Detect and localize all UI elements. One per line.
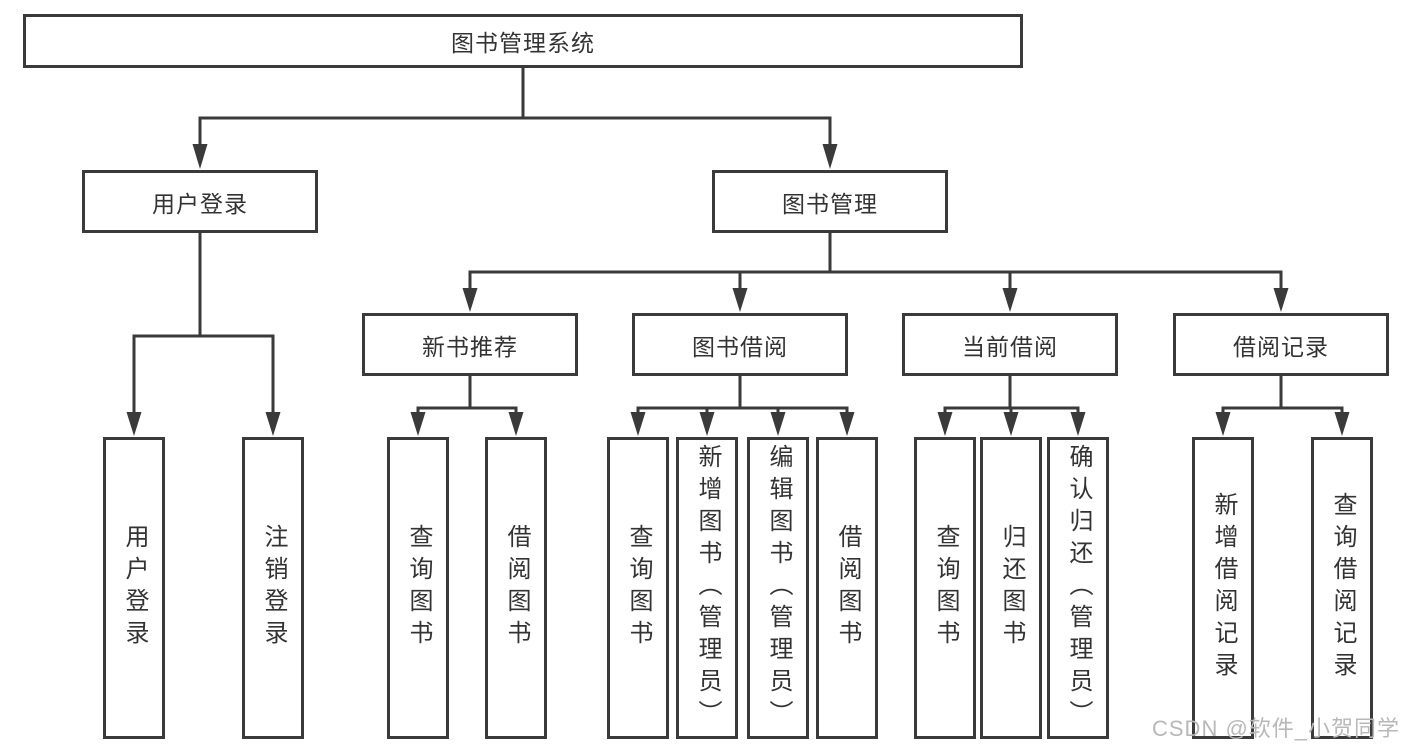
leaf-query-book-under-newbook: 查询图书 — [387, 437, 449, 739]
node-label: 归还图书 — [998, 524, 1025, 652]
node-label: 查询图书 — [932, 524, 959, 652]
node-label: 图书管理 — [782, 190, 878, 217]
leaf-query-book-under-current: 查询图书 — [914, 437, 976, 739]
leaf-add-borrow-record: 新增借阅记录 — [1192, 437, 1254, 739]
csdn-watermark: CSDN @软件_小贺同学 — [1152, 716, 1401, 741]
node-borrow-records: 借阅记录 — [1173, 313, 1389, 376]
connector-bookmgmt-to-level2 — [468, 233, 1283, 292]
node-label: 查询图书 — [625, 524, 652, 652]
node-label: 图书管理系统 — [451, 30, 595, 56]
node-label: 用户登录 — [121, 524, 148, 652]
node-book-borrow: 图书借阅 — [632, 313, 848, 376]
node-label: 确认归还（管理员） — [1065, 444, 1092, 732]
connector-userlogin-to-leaves — [132, 233, 275, 416]
leaf-borrow-book-under-newbook: 借阅图书 — [485, 437, 547, 739]
node-label: 借阅图书 — [834, 524, 861, 652]
node-label: 新增借阅记录 — [1210, 492, 1237, 684]
connector-newbook-to-leaves — [416, 376, 518, 416]
leaf-return-book: 归还图书 — [980, 437, 1042, 739]
node-label: 编辑图书（管理员） — [765, 444, 792, 732]
node-label: 用户登录 — [152, 190, 248, 217]
connector-borrow-to-leaves — [636, 376, 849, 416]
node-label: 图书借阅 — [692, 333, 788, 360]
leaf-query-book-under-borrow: 查询图书 — [607, 437, 669, 739]
node-library-management-system: 图书管理系统 — [23, 14, 1023, 68]
node-label: 查询图书 — [405, 524, 432, 652]
leaf-query-borrow-record: 查询借阅记录 — [1311, 437, 1373, 739]
node-user-login: 用户登录 — [82, 170, 318, 233]
node-label: 新增图书（管理员） — [694, 444, 721, 732]
connector-records-to-leaves — [1221, 376, 1344, 416]
leaf-borrow-book: 借阅图书 — [816, 437, 878, 739]
node-label: 新书推荐 — [422, 333, 518, 360]
connector-current-to-leaves — [943, 376, 1080, 416]
node-label: 注销登录 — [260, 524, 287, 652]
node-label: 当前借阅 — [962, 333, 1058, 360]
node-label: 借阅记录 — [1233, 333, 1329, 360]
leaf-add-book-admin: 新增图书（管理员） — [676, 437, 738, 739]
leaf-edit-book-admin: 编辑图书（管理员） — [747, 437, 809, 739]
leaf-user-login: 用户登录 — [103, 437, 165, 739]
arrowheads — [126, 144, 1350, 436]
node-book-management: 图书管理 — [712, 170, 948, 233]
node-label: 借阅图书 — [503, 524, 530, 652]
node-new-book-recommend: 新书推荐 — [362, 313, 578, 376]
leaf-confirm-return-admin: 确认归还（管理员） — [1047, 437, 1109, 739]
leaf-logout: 注销登录 — [242, 437, 304, 739]
node-current-borrow: 当前借阅 — [902, 313, 1118, 376]
connector-root-to-level1 — [198, 68, 832, 147]
node-label: 查询借阅记录 — [1329, 492, 1356, 684]
